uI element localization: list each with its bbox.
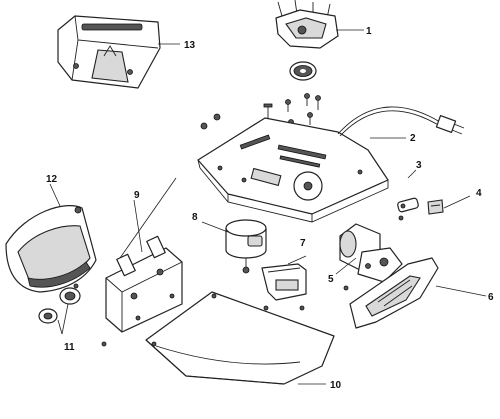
callout-2: 2	[410, 133, 416, 144]
part-8-capacitor	[225, 219, 267, 274]
callout-7: 7	[300, 238, 306, 249]
callout-11: 11	[64, 342, 75, 353]
callout-1: 1	[366, 26, 372, 37]
callout-labels: 1 2 3 4 5 6 7 8 9 10 11 12 13	[46, 26, 494, 391]
part-13-top-cover	[57, 15, 161, 89]
part-9-socket-bracket	[105, 235, 183, 333]
part-3-switch	[397, 197, 419, 221]
part-1-gear-housing	[275, 0, 339, 49]
part-5-motor	[339, 223, 403, 291]
part-4-bracket	[427, 199, 444, 215]
part-7-circuit-board	[261, 263, 307, 311]
callout-3: 3	[416, 160, 422, 171]
callout-10: 10	[330, 380, 342, 391]
callout-5: 5	[328, 274, 334, 285]
callout-6: 6	[488, 292, 494, 303]
callout-4: 4	[476, 188, 482, 199]
callout-13: 13	[184, 40, 196, 51]
callout-12: 12	[46, 174, 58, 185]
part-2-chassis-plate	[197, 106, 465, 223]
callout-9: 9	[134, 190, 140, 201]
leader-lines	[49, 29, 487, 385]
part-6-light-lens	[349, 257, 439, 329]
part-12-end-panel	[5, 205, 97, 293]
callout-8: 8	[192, 212, 198, 223]
part-11-light-sockets	[38, 287, 107, 347]
drive-gear	[289, 61, 317, 81]
part-10-lens-cover	[145, 291, 335, 385]
